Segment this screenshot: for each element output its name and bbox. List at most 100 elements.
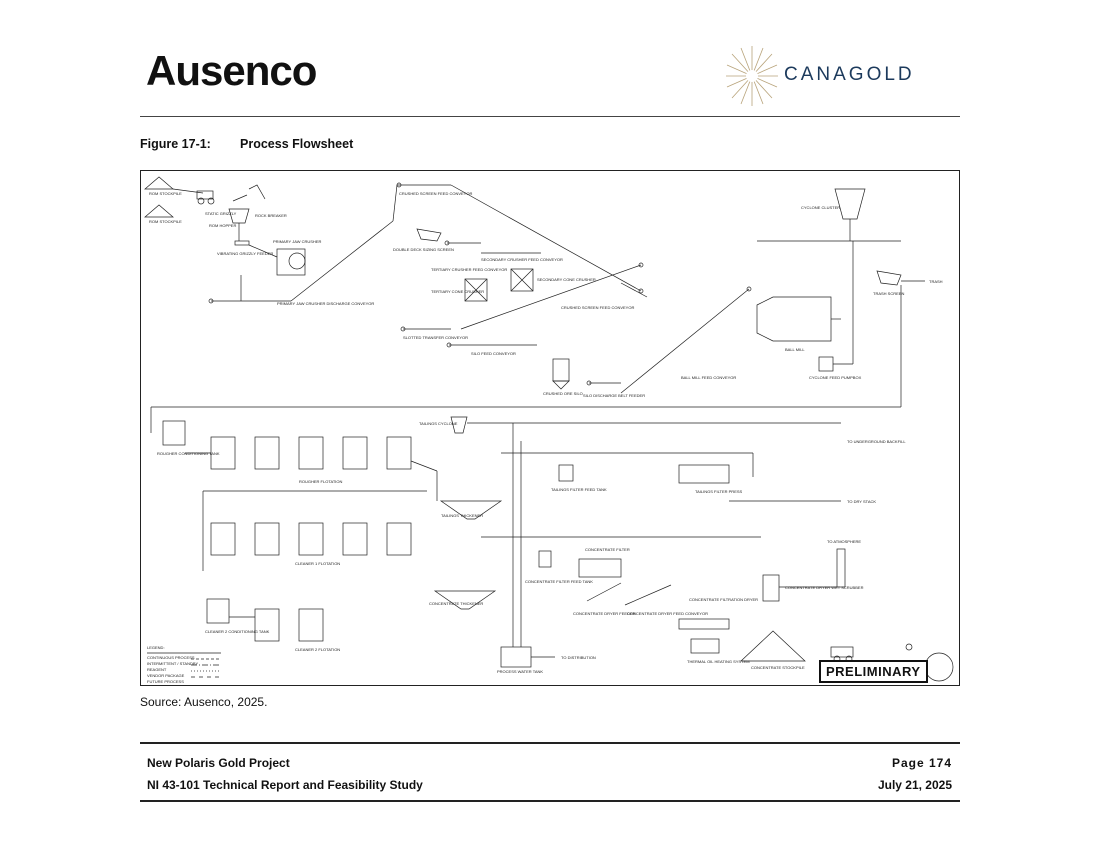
rock-breaker-shape [248,184,266,200]
label-conc-dryer-conveyor: CONCENTRATE DRYER FEED CONVEYOR [627,611,708,616]
legend-item: FUTURE PROCESS [147,679,184,684]
label-crushed-ore-silo: CRUSHED ORE SILO [543,391,583,396]
label-conc-dryer-feeder: CONCENTRATE DRYER FEEDER [573,611,636,616]
label-conc-stockpile: CONCENTRATE STOCKPILE [751,665,805,670]
concentrate-thickener-shape [433,590,497,610]
cyclone-cluster-shape [834,188,866,220]
thermal-oil-heating-system-shape [690,638,720,654]
rougher-cell-3 [298,436,324,470]
label-to-dry-stack: TO DRY STACK [847,499,876,504]
legend-item: INTERMITTENT / STANDBY [147,661,199,666]
label-conc-dryer-scrubber: CONCENTRATE DRYER WET SCRUBBER [785,585,864,590]
label-slotted-transfer: SLOTTED TRANSFER CONVEYOR [403,335,468,340]
figure-caption: Figure 17-1: Process Flowsheet [140,137,353,151]
label-thermal-oil: THERMAL OIL HEATING SYSTEM [687,659,750,664]
cyclone-feed-pumpbox-shape [818,356,834,372]
cleaner2-conditioning-tank-shape [206,598,230,624]
label-static-grizzly: STATIC GRIZZLY [205,211,237,216]
process-water-tank-shape [500,646,532,668]
footer-rule-top [140,742,960,744]
secondary-cone-crusher-shape [510,268,534,292]
cleaner2-cell-1 [254,608,280,642]
concentrate-stockpile-shape [740,630,806,662]
concentrate-filtration-dryer-shape [678,618,730,630]
legend-title: LEGEND: [147,645,165,650]
label-ball-mill: BALL MILL [785,347,805,352]
label-vibrating-grizzly: VIBRATING GRIZZLY FEEDER [217,251,273,256]
cleaner1-cell-1 [210,522,236,556]
rougher-cell-5 [386,436,412,470]
rougher-conditioning-tank-shape [162,420,186,446]
double-deck-screen-shape [416,228,442,242]
figure-title: Process Flowsheet [240,137,354,151]
label-crushed-screen-feed: CRUSHED SCREEN FEED CONVEYOR [399,191,472,196]
label-secondary-crusher: SECONDARY CONE CRUSHER [537,277,596,282]
loader-shape [196,190,214,200]
header-rule [140,116,960,117]
figure-source: Source: Ausenco, 2025. [140,695,268,709]
tertiary-cone-crusher-shape [464,278,488,302]
jaw-crusher-shape [276,248,306,276]
atmosphere-stack-shape [836,548,846,588]
label-rom-stockpile-1: ROM STOCKPILE [149,191,182,196]
label-to-atmosphere: TO ATMOSPHERE [827,539,861,544]
canagold-burst-icon [726,46,778,106]
label-to-backfill: TO UNDERGROUND BACKFILL [847,439,906,444]
concentrate-dryer-wet-scrubber-shape [762,574,780,602]
ball-mill-shape [756,296,832,342]
crushed-screen-feed-conveyor-2-line [460,264,642,330]
legend-item: REAGENT [147,667,167,672]
loader-shape [830,646,854,658]
concentrate-filter-shape [578,558,622,578]
footer-rule-bottom [140,800,960,802]
label-tertiary-crusher: TERTIARY CONE CRUSHER [431,289,484,294]
tailings-thickener-shape [439,500,503,520]
label-tertiary-feed-conveyor: TERTIARY CRUSHER FEED CONVEYOR [431,267,507,272]
concentrate-filter-feed-tank-shape [538,550,552,568]
rom-stockpile-shape [144,204,174,218]
label-cleaner2-conditioning: CLEANER 2 CONDITIONING TANK [205,629,270,634]
label-trash: TRASH [929,279,943,284]
label-silo-belt-feeder: SILO DISCHARGE BELT FEEDER [583,393,645,398]
rougher-cell-2 [254,436,280,470]
label-ball-mill-feed: BALL MILL FEED CONVEYOR [681,375,736,380]
crushed-screen-feed-conveyor-line [450,184,642,292]
legend-item: VENDOR PACKAGE [147,673,185,678]
ball-mill-feed-conveyor-line [620,288,750,394]
trash-screen-shape [876,270,902,286]
rougher-cell-4 [342,436,368,470]
label-cleaner1-flotation: CLEANER 1 FLOTATION [295,561,340,566]
label-rom-hopper: ROM HOPPER [209,223,236,228]
company-emblem-icon [924,652,954,682]
label-rock-breaker: ROCK BREAKER [255,213,287,218]
rom-stockpile-shape [144,176,174,190]
label-primary-conveyor: PRIMARY JAW CRUSHER DISCHARGE CONVEYOR [277,301,374,306]
crushed-ore-silo-shape [552,358,570,382]
label-silo-feed: SILO FEED CONVEYOR [471,351,516,356]
rom-hopper-shape [228,208,250,224]
label-trash-screen: TRASH SCREEN [873,291,904,296]
project-name: New Polaris Gold Project [147,756,290,770]
tailings-filter-press-shape [678,464,730,484]
figure-label: Figure 17-1: [140,137,211,151]
label-cyclone-pumpbox: CYCLONE FEED PUMPBOX [809,375,862,380]
legend-item: CONTINUOUS PROCESS [147,655,195,660]
label-rom-stockpile-2: ROM STOCKPILE [149,219,182,224]
label-concentrate-thickener: CONCENTRATE THICKENER [429,601,483,606]
label-rougher-flotation: ROUGHER FLOTATION [299,479,343,484]
tailings-filter-feed-tank-shape [558,464,574,482]
label-crushed-screen-feed-2: CRUSHED SCREEN FEED CONVEYOR [561,305,634,310]
report-title: NI 43-101 Technical Report and Feasibili… [147,778,423,792]
label-conc-filter-tank: CONCENTRATE FILTER FEED TANK [525,579,593,584]
cleaner1-cell-2 [254,522,280,556]
label-secondary-feed-conveyor: SECONDARY CRUSHER FEED CONVEYOR [481,257,563,262]
page-number: Page 174 [891,756,952,770]
label-conc-filtration-dryer: CONCENTRATE FILTRATION DRYER [689,597,758,602]
label-tailings-filter-press: TAILINGS FILTER PRESS [695,489,743,494]
label-process-water-tank: PROCESS WATER TANK [497,669,543,674]
label-tailings-cyclone: TAILINGS CYCLONE [419,421,458,426]
process-flowsheet: ROM STOCKPILE ROM STOCKPILE STATIC GRIZZ… [140,170,960,686]
preliminary-stamp: PRELIMINARY [819,660,928,683]
tailings-cyclone-shape [450,416,468,434]
label-tailings-thickener: TAILINGS THICKENER [441,513,483,518]
